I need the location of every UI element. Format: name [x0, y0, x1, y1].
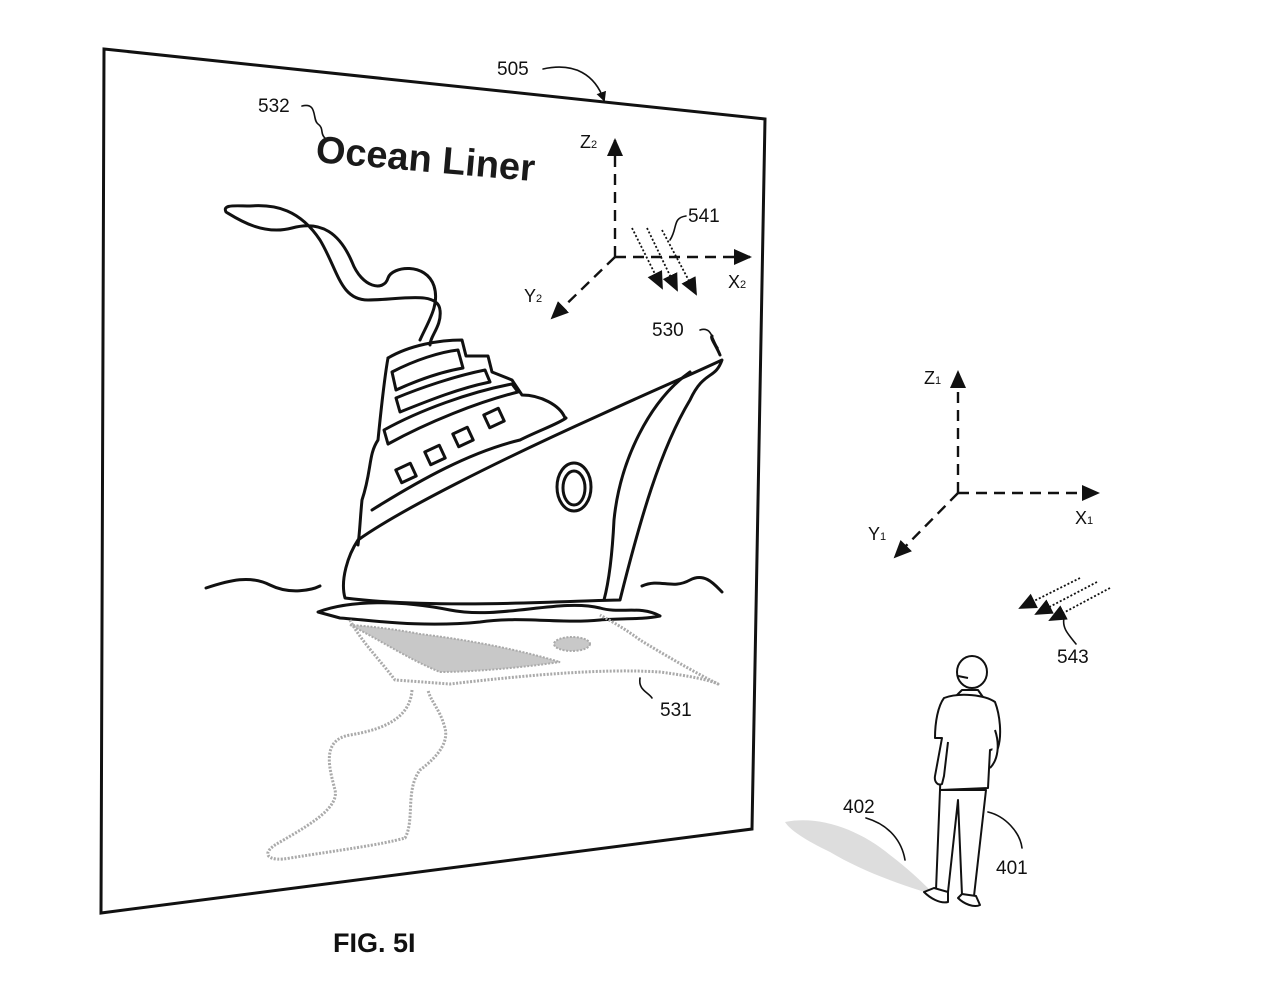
window	[423, 443, 447, 467]
label-541: 541	[688, 206, 720, 227]
ocean-liner-drawing	[204, 204, 724, 626]
leader-530	[699, 328, 719, 349]
x2-label: X2	[728, 272, 746, 292]
leader-532	[301, 104, 326, 139]
y2-label: Y2	[524, 286, 542, 306]
hull	[342, 358, 724, 606]
real-coordinate-axes: Z1 X1 Y1	[868, 368, 1100, 559]
window	[482, 406, 506, 430]
ship-reflection	[266, 613, 720, 861]
upper-deck	[386, 338, 567, 420]
display-panel	[99, 47, 767, 915]
z1-label: Z1	[924, 368, 941, 388]
leader-543	[1062, 617, 1077, 645]
leader-402	[865, 817, 906, 861]
z2-label: Z2	[580, 132, 597, 152]
label-401: 401	[996, 858, 1028, 879]
window	[451, 425, 475, 449]
smoke	[223, 204, 442, 347]
virtual-coordinate-axes: Z2 X2 Y2	[524, 132, 752, 320]
water-right	[640, 576, 724, 594]
water-left	[204, 578, 322, 593]
user-figure	[923, 655, 1002, 908]
label-505: 505	[497, 59, 529, 80]
y2-axis-arrow	[550, 256, 616, 320]
leader-505	[542, 66, 606, 102]
window	[394, 461, 418, 485]
user-shadow	[785, 820, 935, 895]
label-531: 531	[660, 700, 692, 721]
label-402: 402	[843, 797, 875, 818]
leader-401	[987, 811, 1023, 849]
figure-caption: FIG. 5I	[333, 928, 416, 958]
label-532: 532	[258, 96, 290, 117]
leader-541	[669, 215, 687, 241]
x1-label: X1	[1075, 508, 1093, 528]
virtual-light-rays	[631, 227, 697, 296]
label-543: 543	[1057, 647, 1089, 668]
label-530: 530	[652, 320, 684, 341]
water-line	[316, 601, 662, 626]
y1-label: Y1	[868, 524, 886, 544]
real-light-rays	[1018, 577, 1111, 621]
leader-531	[638, 677, 653, 699]
y1-axis-arrow	[893, 492, 959, 559]
